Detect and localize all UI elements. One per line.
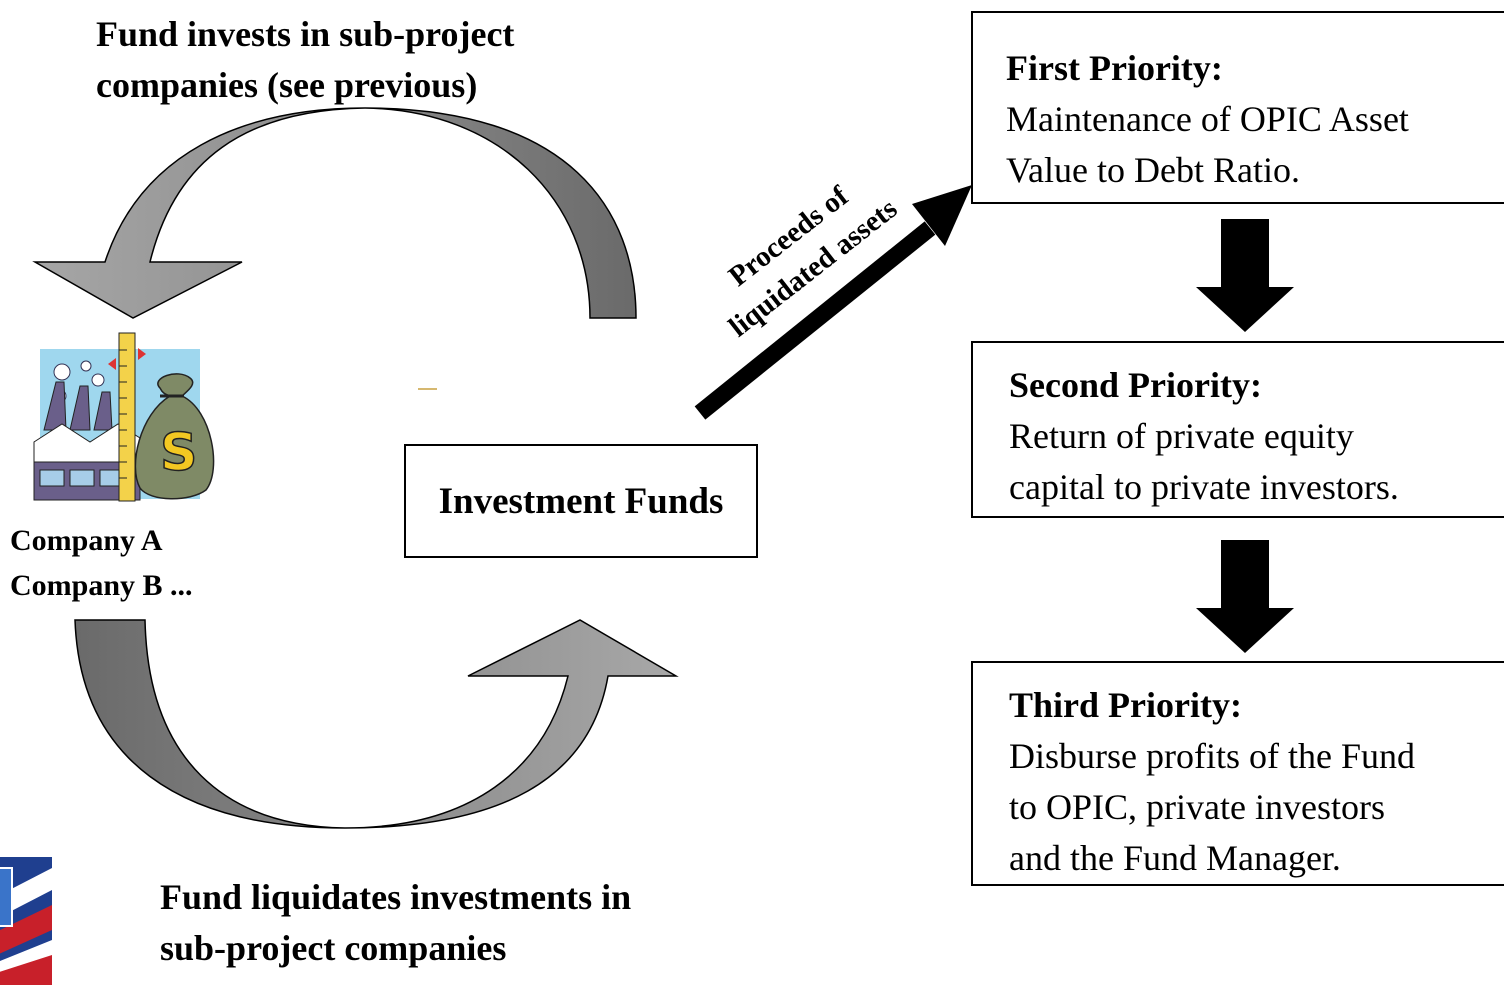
third-priority-box: Third Priority: Disburse profits of the … xyxy=(971,661,1504,886)
second-priority-title: Second Priority: xyxy=(1009,365,1262,405)
top-curved-arrow xyxy=(32,107,637,319)
second-priority-text-line: capital to private investors. xyxy=(1009,467,1399,507)
second-priority-text-line: Return of private equity xyxy=(1009,416,1354,456)
companies-label: Company A Company B ... xyxy=(10,518,193,608)
first-priority-box: First Priority: Maintenance of OPIC Asse… xyxy=(971,11,1504,204)
second-priority-box: Second Priority: Return of private equit… xyxy=(971,341,1504,518)
proceeds-arrow xyxy=(694,185,972,420)
bottom-curved-arrow xyxy=(74,619,679,829)
factory-money-clipart-icon: S xyxy=(33,332,215,502)
priority-down-arrow-2 xyxy=(1196,540,1294,653)
top-flow-label: Fund invests in sub-project companies (s… xyxy=(96,9,514,111)
top-flow-label-line: Fund invests in sub-project xyxy=(96,14,515,54)
bottom-flow-label: Fund liquidates investments in sub-proje… xyxy=(160,872,631,974)
first-priority-text-line: Maintenance of OPIC Asset xyxy=(1006,99,1409,139)
investment-funds-box: Investment Funds xyxy=(404,444,758,558)
third-priority-text-line: Disburse profits of the Fund xyxy=(1009,736,1415,776)
first-priority-text-line: Value to Debt Ratio. xyxy=(1006,150,1300,190)
investment-funds-label: Investment Funds xyxy=(438,480,724,522)
opic-flag-logo-icon xyxy=(0,857,52,985)
first-priority-title: First Priority: xyxy=(1006,48,1223,88)
third-priority-text-line: to OPIC, private investors xyxy=(1009,787,1385,827)
bottom-flow-label-line: Fund liquidates investments in xyxy=(160,877,632,917)
third-priority-title: Third Priority: xyxy=(1009,685,1242,725)
company-a-label: Company A xyxy=(10,524,163,557)
priority-down-arrow-1 xyxy=(1196,219,1294,332)
bottom-flow-label-line: sub-project companies xyxy=(160,928,507,968)
third-priority-text-line: and the Fund Manager. xyxy=(1009,838,1341,878)
svg-text:S: S xyxy=(160,423,197,483)
company-b-label: Company B ... xyxy=(10,569,193,602)
top-flow-label-line: companies (see previous) xyxy=(96,65,478,105)
